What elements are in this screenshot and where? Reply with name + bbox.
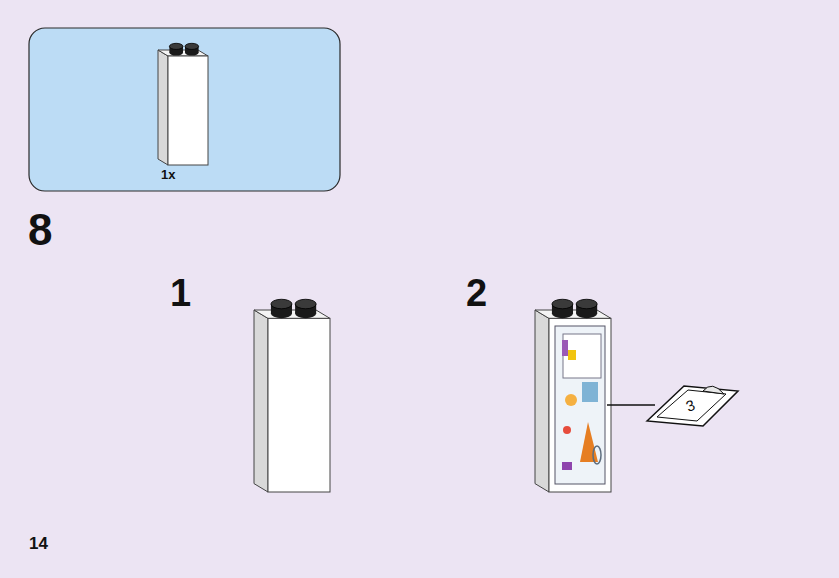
applied-sticker: [555, 326, 605, 484]
parts-callout: 1x: [29, 28, 340, 191]
brick-1x2x5: [254, 299, 330, 492]
brick-1x2x5: [158, 43, 208, 165]
brick-with-sticker: [535, 299, 611, 492]
parts-panel: [29, 28, 340, 191]
leader-line: [607, 404, 655, 405]
sub-step-number: 2: [466, 274, 487, 312]
part-quantity: 1x: [161, 168, 175, 181]
sticker-sheet: [647, 386, 738, 426]
page-number: 14: [29, 535, 48, 552]
step-number: 8: [28, 208, 52, 252]
sub-step-number: 1: [170, 274, 191, 312]
